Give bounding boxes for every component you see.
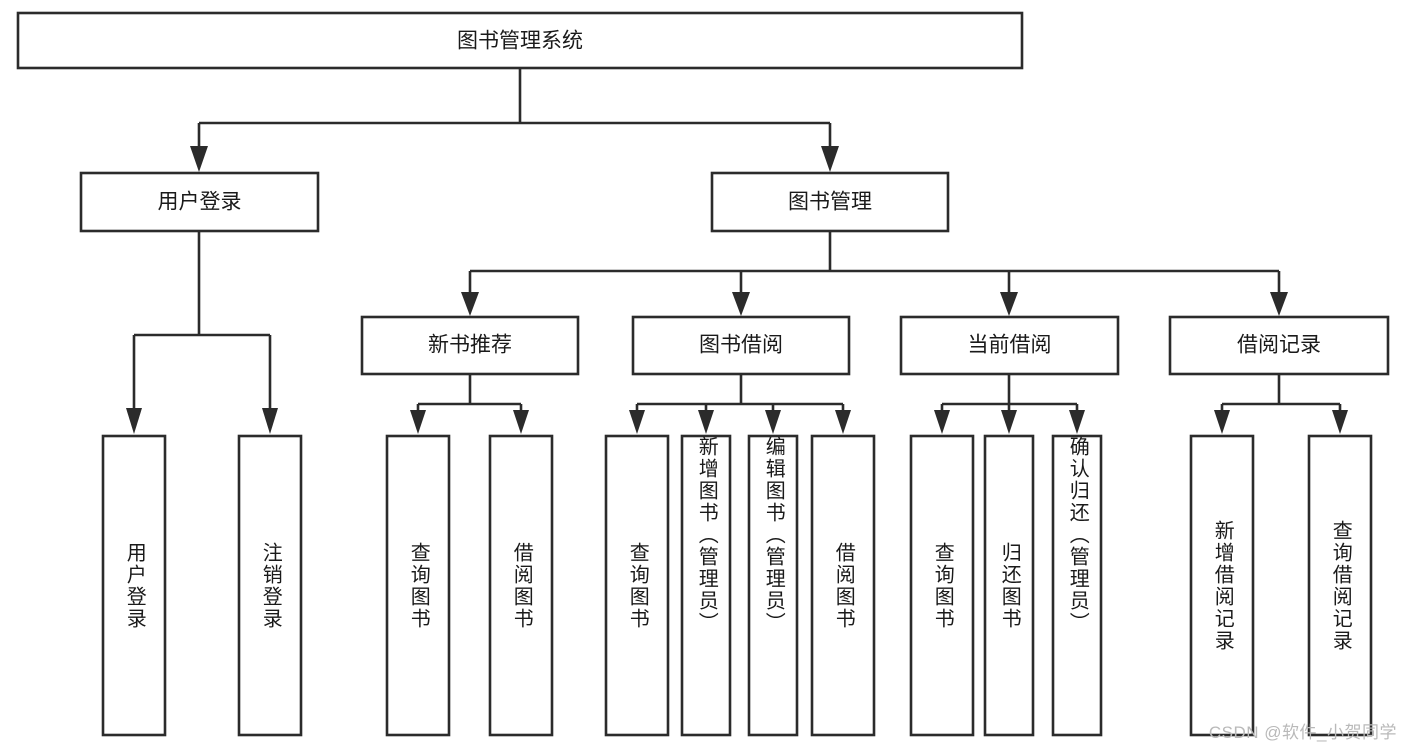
node-box-new-book-recommend[interactable]: [360, 315, 580, 376]
watermark-text: CSDN @软件_小贺同学: [1208, 723, 1397, 742]
node-label-current-borrow: 当前借阅: [968, 334, 1052, 357]
node-box-leaf-user-login[interactable]: [101, 434, 167, 737]
node-box-root[interactable]: [16, 11, 1024, 70]
arrow-head-book-mgmt: [821, 146, 839, 172]
arrow-head-bb-leaf2: [698, 410, 714, 434]
arrow-head-leaf-user-login: [126, 408, 142, 434]
node-box-book-borrow[interactable]: [631, 315, 851, 376]
arrow-head-cb-leaf3: [1069, 410, 1085, 434]
node-box-user-login[interactable]: [79, 171, 320, 233]
connector-group-book-mgmt: [461, 231, 1288, 316]
connector-group-current-borrow: [934, 374, 1085, 434]
arrow-head-cb-leaf1: [934, 410, 950, 434]
connector-group-user-login: [126, 231, 278, 434]
connector-group-new-book: [410, 374, 529, 434]
node-box-leaf-bb-borrow-book[interactable]: [810, 434, 876, 737]
node-box-leaf-br-query-record[interactable]: [1307, 434, 1373, 737]
arrow-head-current-borrow: [1000, 292, 1018, 316]
arrow-head-br-leaf1: [1214, 410, 1230, 434]
node-label-book-borrow: 图书借阅: [699, 334, 783, 357]
node-label-book-management: 图书管理: [788, 191, 872, 214]
node-box-leaf-cb-query-book[interactable]: [909, 434, 975, 737]
node-box-book-management[interactable]: [710, 171, 950, 233]
node-box-leaf-logout[interactable]: [237, 434, 303, 737]
node-label-new-book-recommend: 新书推荐: [428, 334, 512, 357]
node-box-leaf-bb-add-book[interactable]: [680, 434, 732, 737]
arrow-head-bb-leaf1: [629, 410, 645, 434]
connector-group-book-borrow: [629, 374, 851, 434]
arrow-head-bb-leaf4: [835, 410, 851, 434]
node-label-borrow-record: 借阅记录: [1237, 334, 1321, 357]
arrow-head-book-borrow: [732, 292, 750, 316]
node-box-borrow-record[interactable]: [1168, 315, 1390, 376]
arrow-head-borrow-record: [1270, 292, 1288, 316]
node-label-user-login: 用户登录: [158, 191, 242, 214]
arrow-head-leaf-logout: [262, 408, 278, 434]
arrow-head-br-leaf2: [1332, 410, 1348, 434]
node-box-leaf-nb-borrow-book[interactable]: [488, 434, 554, 737]
node-box-current-borrow[interactable]: [899, 315, 1120, 376]
connector-group-root: [190, 68, 839, 172]
node-label-root: 图书管理系统: [457, 30, 583, 53]
arrow-head-bb-leaf3: [765, 410, 781, 434]
node-box-leaf-bb-edit-book[interactable]: [747, 434, 799, 737]
arrow-head-new-book: [461, 292, 479, 316]
node-box-leaf-bb-query-book[interactable]: [604, 434, 670, 737]
node-box-leaf-cb-confirm-return[interactable]: [1051, 434, 1103, 737]
arrow-head-nb-leaf1: [410, 410, 426, 434]
node-box-leaf-br-add-record[interactable]: [1189, 434, 1255, 737]
arrow-head-cb-leaf2: [1001, 410, 1017, 434]
connector-group-borrow-record: [1214, 374, 1348, 434]
node-box-leaf-nb-query-book[interactable]: [385, 434, 451, 737]
node-box-leaf-cb-return-book[interactable]: [983, 434, 1035, 737]
arrow-head-nb-leaf2: [513, 410, 529, 434]
arrow-head-user-login: [190, 146, 208, 172]
